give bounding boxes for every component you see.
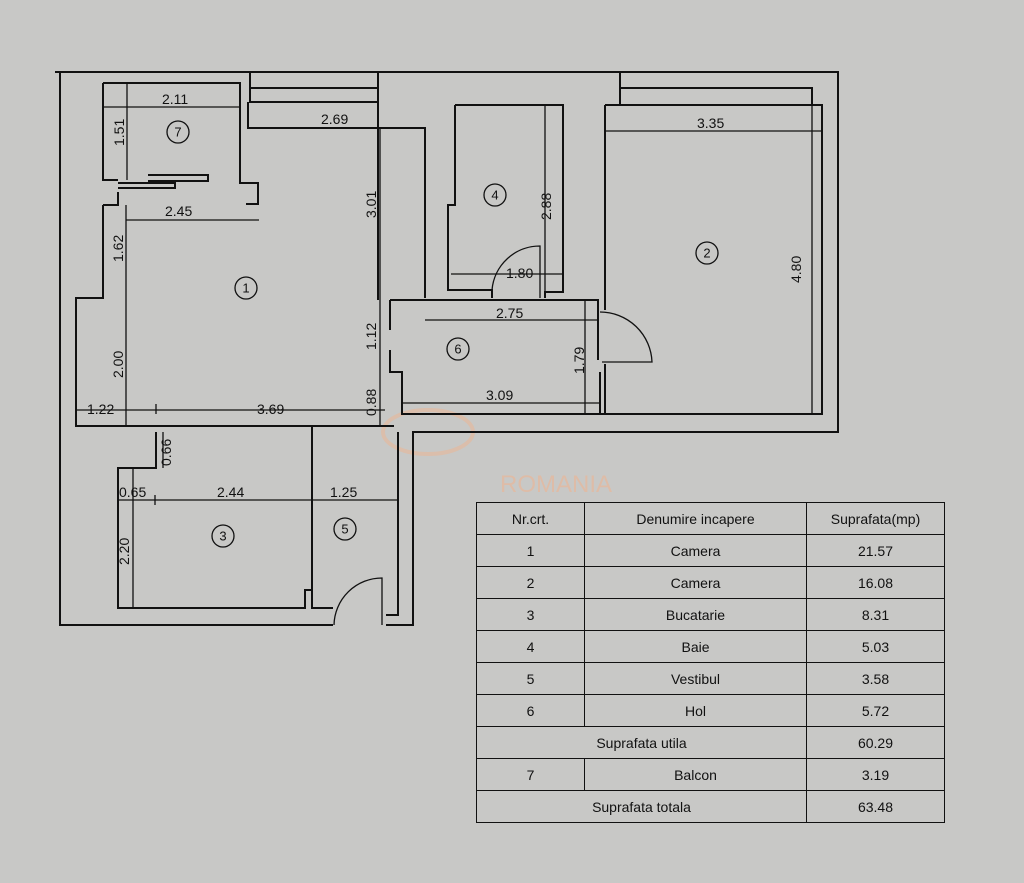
window-sill (249, 72, 378, 103)
room-label-1: 1 (234, 276, 258, 300)
balcony-walls (102, 82, 259, 206)
dim-2-20: 2.20 (116, 538, 132, 565)
room-label-2: 2 (695, 241, 719, 265)
room-3-walls (117, 426, 399, 616)
dim-1-12: 1.12 (363, 323, 379, 350)
dim-3-01: 3.01 (363, 191, 379, 218)
svg-text:4: 4 (491, 188, 498, 203)
watermark-text: ROMANIA (500, 471, 612, 498)
room-label-5: 5 (333, 517, 357, 541)
dim-r7-width: 2.11 (162, 91, 188, 107)
dim-2-00: 2.00 (110, 351, 126, 378)
dim-2-69: 2.69 (321, 111, 348, 127)
svg-text:5: 5 (341, 522, 348, 537)
svg-text:3: 3 (219, 529, 226, 544)
dim-2-75: 2.75 (496, 305, 523, 321)
outer-wall (55, 71, 839, 626)
svg-text:2: 2 (703, 246, 710, 261)
dim-3-69: 3.69 (257, 401, 284, 417)
dim-0-66: 0.66 (158, 439, 174, 466)
room-2-walls (604, 72, 823, 415)
room-label-6: 6 (446, 337, 470, 361)
room-label-7: 7 (166, 120, 190, 144)
dim-2-44: 2.44 (217, 484, 244, 500)
svg-text:7: 7 (174, 125, 181, 140)
dim-2-45: 2.45 (165, 203, 192, 219)
dim-2-88: 2.88 (538, 193, 554, 220)
dim-1-62: 1.62 (110, 235, 126, 262)
dim-r7-height: 1.51 (111, 119, 127, 146)
area-table: Nr.crt. Denumire incapere Suprafata(mp) … (476, 502, 945, 823)
dim-3-09: 3.09 (486, 387, 513, 403)
dim-0-88: 0.88 (363, 389, 379, 416)
room-1-walls (75, 72, 426, 427)
room-6-walls (389, 299, 605, 415)
dim-4-80: 4.80 (788, 256, 804, 283)
bathroom-door-swing (491, 245, 541, 298)
svg-text:6: 6 (454, 342, 461, 357)
room-label-3: 3 (211, 524, 235, 548)
dim-1-79: 1.79 (571, 347, 587, 374)
dim-1-22: 1.22 (87, 401, 114, 417)
entrance-door-swing (333, 577, 383, 626)
room-2-door-swing (599, 311, 653, 363)
table-header: Nr.crt. Denumire incapere Suprafata(mp) (476, 502, 945, 535)
dim-1-80: 1.80 (506, 265, 533, 281)
room-4-walls (447, 104, 564, 298)
dim-1-25: 1.25 (330, 484, 357, 500)
dimension-lines (76, 83, 822, 608)
svg-text:1: 1 (242, 281, 249, 296)
room-label-4: 4 (483, 183, 507, 207)
dim-0-65: 0.65 (119, 484, 146, 500)
dim-3-35: 3.35 (697, 115, 724, 131)
